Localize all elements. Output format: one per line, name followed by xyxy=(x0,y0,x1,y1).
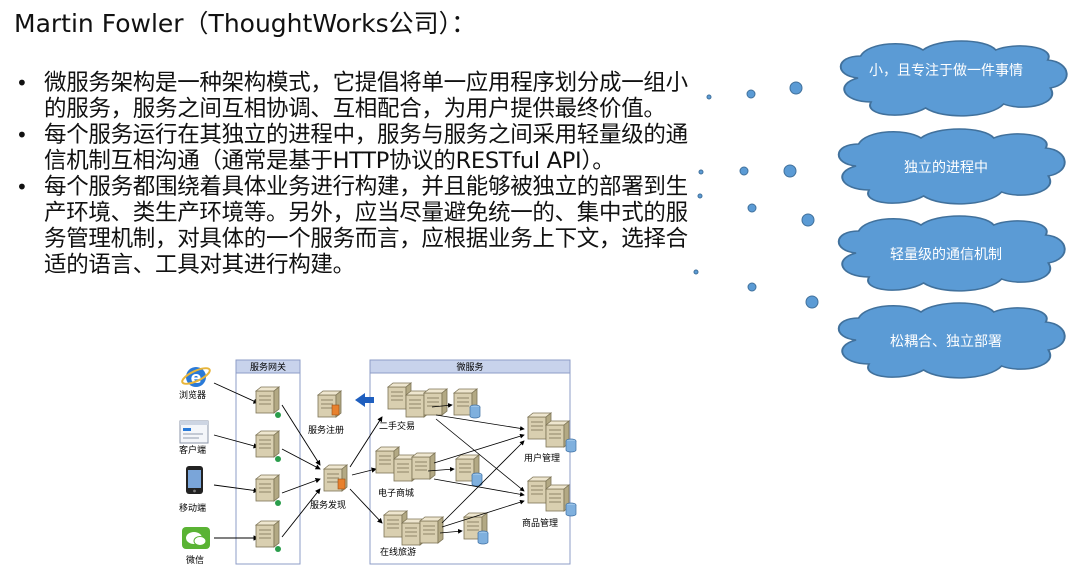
microservices-title: 微服务 xyxy=(456,361,483,373)
connector-arrow xyxy=(433,433,525,464)
gateway-server-icon xyxy=(255,430,280,458)
bubble-dot xyxy=(789,81,803,95)
gateway-server-icon xyxy=(255,386,280,414)
cloud xyxy=(839,40,1068,117)
connector-arrow xyxy=(349,488,383,524)
bubble-dot xyxy=(805,295,819,309)
service-label: 在线旅游 xyxy=(380,546,416,558)
bubble-dot xyxy=(783,164,797,178)
connector-arrow xyxy=(349,416,383,468)
service-label: 二手交易 xyxy=(379,420,415,432)
cloud-label: 轻量级的通信机制 xyxy=(890,247,1002,263)
connector-arrow xyxy=(213,434,259,449)
connector-arrow xyxy=(435,414,525,431)
service-label: 电子商城 xyxy=(378,487,414,499)
database-icon xyxy=(565,502,577,517)
connector-arrow xyxy=(431,403,453,408)
connector-arrow xyxy=(281,478,321,494)
client-label: 移动端 xyxy=(179,502,206,514)
bubble-dot xyxy=(697,193,703,199)
mobile-phone-icon xyxy=(186,466,203,494)
registry-label: 服务注册 xyxy=(308,424,344,436)
gateway-server-icon xyxy=(255,474,280,502)
connector-arrow xyxy=(281,488,321,538)
connector-arrow xyxy=(427,466,455,472)
service-server-icon xyxy=(419,516,444,544)
registration-arrow-icon xyxy=(355,393,374,407)
connector-arrow xyxy=(435,418,525,492)
bubble-dot xyxy=(747,282,757,292)
gateway-title: 服务网关 xyxy=(250,361,286,373)
bubble-dot xyxy=(706,94,712,100)
service-server-icon xyxy=(411,452,436,480)
service-label: 用户管理 xyxy=(524,452,560,464)
svg-text:e: e xyxy=(191,368,202,387)
connector-arrow xyxy=(213,484,259,494)
connector-arrow xyxy=(281,448,321,470)
bubble-dot xyxy=(747,203,757,213)
thought-bubbles xyxy=(693,40,1068,379)
bubble-dot xyxy=(693,269,699,275)
bubble-dot xyxy=(698,169,704,175)
bubble-dot xyxy=(739,166,749,176)
wechat-icon xyxy=(182,527,210,549)
service-server-icon xyxy=(423,388,448,416)
bullet-item: 每个服务都围绕着具体业务进行构建，并且能够被独立的部署到生产环境、类生产环境等。… xyxy=(14,174,704,278)
service-label: 商品管理 xyxy=(522,517,558,529)
client-label: 客户端 xyxy=(179,444,206,456)
slide-title: Martin Fowler（ThoughtWorks公司）： xyxy=(14,9,477,38)
connector-arrow xyxy=(433,478,525,497)
connector-arrow xyxy=(441,499,525,528)
cloud-label: 小，且专注于做一件事情 xyxy=(869,63,1023,79)
bullet-item: 每个服务运行在其独立的进程中，服务与服务之间采用轻量级的通信机制互相沟通（通常是… xyxy=(14,122,704,174)
architecture-diagram: 服务网关 微服务 e 浏览器 客户端 移动端 微信 xyxy=(179,359,577,566)
connector-arrow xyxy=(441,440,525,524)
service-server-icon xyxy=(545,484,570,512)
client-label: 浏览器 xyxy=(179,389,206,401)
database-icon xyxy=(469,404,481,419)
bullet-item: 微服务架构是一种架构模式，它提倡将单一应用程序划分成一组小的服务，服务之间互相协… xyxy=(14,70,704,122)
connector-arrow xyxy=(439,528,463,534)
gateway-panel-header xyxy=(235,359,301,374)
gateway-server-icon xyxy=(255,520,280,548)
connector-arrow xyxy=(351,467,377,476)
desktop-client-icon xyxy=(179,420,209,444)
cloud-label: 独立的进程中 xyxy=(904,160,988,176)
database-icon xyxy=(565,438,577,453)
client-label: 微信 xyxy=(186,554,204,566)
bubble-dot xyxy=(801,213,815,227)
cloud xyxy=(837,128,1066,205)
database-icon xyxy=(477,530,489,545)
cloud-label: 松耦合、独立部署 xyxy=(890,334,1002,350)
cloud xyxy=(837,215,1066,292)
connector-arrow xyxy=(281,404,321,466)
discovery-label: 服务发现 xyxy=(310,499,346,511)
microservices-panel-header xyxy=(369,359,571,374)
bullet-list: 微服务架构是一种架构模式，它提倡将单一应用程序划分成一组小的服务，服务之间互相协… xyxy=(14,70,704,278)
connector-arrow xyxy=(213,382,259,404)
service-server-icon xyxy=(545,420,570,448)
ie-browser-icon: e xyxy=(181,367,211,387)
cloud xyxy=(837,302,1066,379)
bubble-dot xyxy=(746,89,756,99)
